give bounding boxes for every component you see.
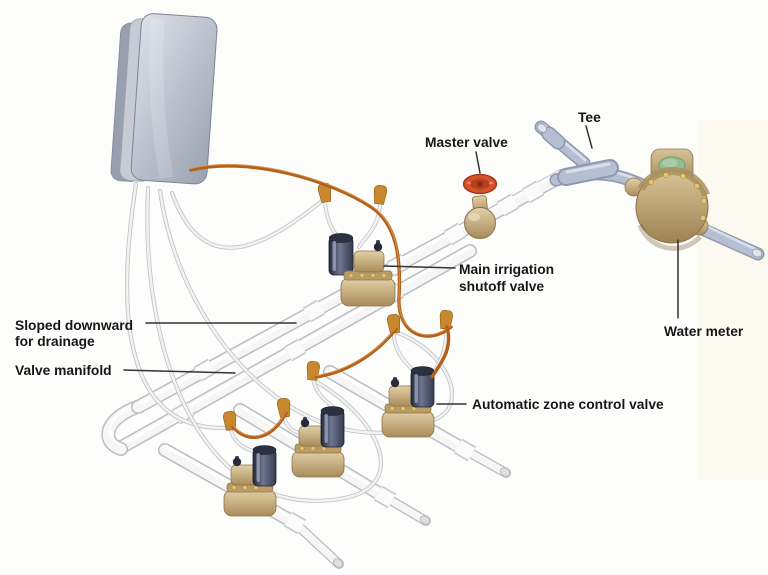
bolt-dot <box>400 406 406 411</box>
label-main-shutoff-line1: Main irrigation <box>459 262 554 277</box>
irrigation-controller-box <box>110 13 218 185</box>
bolt-dot <box>348 273 354 278</box>
valve-bonnet <box>353 250 385 273</box>
pipe-open-end <box>332 558 344 568</box>
controller-door <box>130 13 218 185</box>
pointer-tee <box>585 125 593 149</box>
annotations: Master valve Tee Main irrigation shutoff… <box>15 110 744 412</box>
manifold-drain-elbow <box>101 399 147 456</box>
bleed-screw <box>232 457 242 467</box>
solenoid-cap <box>320 406 345 416</box>
bolt-dot <box>389 406 395 411</box>
solenoid-highlight <box>256 453 260 482</box>
bolt-dot <box>694 183 700 189</box>
water-meter <box>624 148 710 251</box>
controller-sheen <box>149 18 174 180</box>
zone-valve-2 <box>291 406 345 478</box>
wire-nut <box>439 310 453 330</box>
label-main-shutoff-line2: shutoff valve <box>459 279 544 294</box>
valve-chamber <box>223 489 277 517</box>
solenoid-highlight <box>324 414 328 443</box>
paper-tint <box>698 120 768 480</box>
bolt-dot <box>231 485 237 490</box>
pointer-main-shutoff <box>383 265 456 269</box>
valve-chamber <box>291 450 345 478</box>
bleed-screw <box>373 242 383 252</box>
bolt-dot <box>700 215 706 221</box>
orange-control-wire <box>189 163 453 439</box>
solenoid-highlight <box>332 241 336 271</box>
solenoid-cap <box>410 366 435 376</box>
controller-field-wires <box>125 181 455 503</box>
bolt-dot <box>242 485 248 490</box>
bolt-dot <box>680 173 686 179</box>
label-automatic-zone-valve: Automatic zone control valve <box>472 397 664 412</box>
pointer-valve-manifold <box>123 369 236 374</box>
meter-outlet-pipe <box>695 222 765 261</box>
bolt-dot <box>359 273 365 278</box>
handle-hole <box>467 181 471 185</box>
bolt-dot <box>381 273 387 278</box>
meter-flange <box>637 167 710 197</box>
valve-chamber <box>381 410 435 438</box>
label-sloped-line2: for drainage <box>15 334 95 349</box>
pipe-open-end <box>537 123 547 133</box>
zone-valve-1 <box>381 366 435 438</box>
valve-highlight <box>468 213 480 221</box>
solenoid-cap <box>252 445 277 455</box>
pipe-open-end <box>419 515 431 525</box>
zone-valve-3 <box>223 445 277 517</box>
pipe-open-end <box>751 248 763 258</box>
bolt-dot <box>310 446 316 451</box>
label-water-meter: Water meter <box>664 324 744 339</box>
bolt-dot <box>648 179 654 185</box>
bolt-dot <box>663 172 669 178</box>
valve-chamber <box>340 277 396 307</box>
bolt-dot <box>701 198 707 204</box>
bolt-dot <box>299 446 305 451</box>
meter-window-glare <box>662 158 678 168</box>
bolt-dot <box>370 273 376 278</box>
pointer-master-valve <box>475 151 481 174</box>
solenoid-highlight <box>414 374 418 403</box>
handle-hub <box>477 181 483 187</box>
bleed-screw <box>390 378 400 388</box>
master-valve <box>462 173 498 239</box>
wire-nut <box>373 184 388 205</box>
bleed-screw <box>300 418 310 428</box>
main-irrigation-shutoff-valve <box>328 233 396 307</box>
label-master-valve: Master valve <box>425 135 508 150</box>
valve-ball-body <box>464 207 496 239</box>
label-sloped-line1: Sloped downward <box>15 318 133 333</box>
solenoid-cap <box>328 233 354 243</box>
label-tee: Tee <box>578 110 601 125</box>
label-valve-manifold: Valve manifold <box>15 363 112 378</box>
pipe-open-end <box>499 467 511 477</box>
meter-shading <box>637 224 702 251</box>
handle-hole <box>489 181 493 185</box>
